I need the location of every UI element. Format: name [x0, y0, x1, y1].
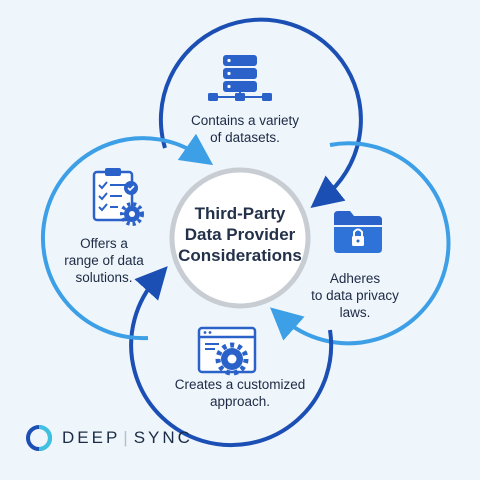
deep-sync-logo-icon — [26, 425, 52, 451]
right-label-line-1: Adheres — [330, 271, 381, 286]
brand-word-left: DEEP — [62, 428, 121, 447]
left-label-line-1: Offers a — [80, 236, 128, 251]
left-cycle-arc — [40, 133, 214, 341]
center-circle — [169, 167, 311, 309]
clipboard-checklist-icon — [92, 168, 144, 226]
center-title-line-1: Third-Party — [195, 204, 286, 223]
brand-word-right: SYNC — [133, 428, 193, 447]
left-label-line-2: range of data — [64, 253, 144, 268]
left-label-line-3: solutions. — [75, 270, 132, 285]
bottom-label-line-2: approach. — [210, 394, 270, 409]
right-label-line-2: to data privacy — [311, 288, 399, 303]
brand-separator: | — [123, 428, 131, 447]
center-title-line-2: Data Provider — [185, 225, 296, 244]
bottom-cycle-arc — [129, 266, 334, 448]
top-label-line-2: of datasets. — [210, 130, 280, 145]
deep-sync-brand: DEEP|SYNC — [26, 425, 193, 451]
brand-wordmark: DEEP|SYNC — [62, 428, 193, 448]
right-cycle-arc — [270, 141, 451, 346]
right-label-line-3: laws. — [340, 305, 371, 320]
database-server-icon — [208, 55, 272, 101]
center-title-line-3: Considerations — [178, 246, 302, 265]
bottom-label-line-1: Creates a customized — [175, 377, 306, 392]
browser-gear-icon — [197, 326, 257, 376]
top-label-line-1: Contains a variety — [191, 113, 299, 128]
locked-folder-icon — [334, 211, 382, 253]
